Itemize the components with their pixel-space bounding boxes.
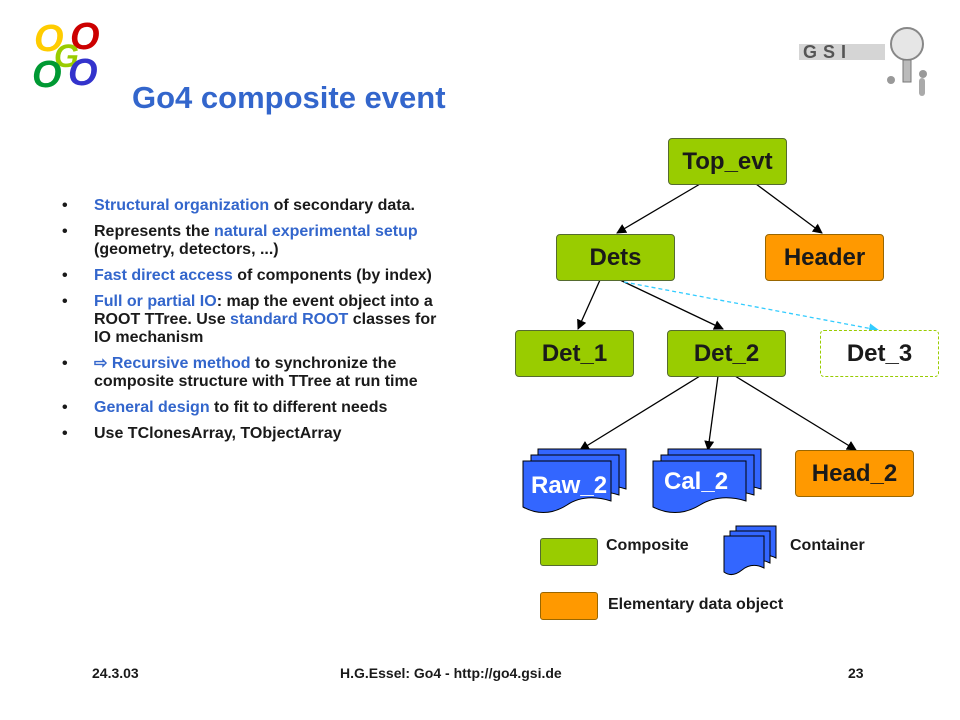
edge-det2-head2	[734, 375, 857, 451]
bullet-dot: •	[62, 355, 68, 372]
bullet-dot: •	[62, 197, 68, 214]
bullet-dot: •	[62, 223, 68, 240]
edge-dets-det1	[577, 279, 601, 330]
bullet-item: • Represents the natural experimental set…	[62, 223, 452, 259]
bullet-dot: •	[62, 425, 68, 442]
bullet-highlight-text: Full or partial IO	[94, 293, 217, 310]
container-cal-2-label: Cal_2	[664, 468, 729, 495]
bullet-item: • Fast direct access of components (by in…	[62, 267, 452, 285]
container-cal-2-icon	[652, 448, 762, 513]
bullet-list: • Structural organization of secondary da…	[62, 197, 452, 451]
container-raw-2-icon	[522, 448, 627, 513]
bullet-text: of secondary data.	[269, 197, 415, 214]
bullet-text: to fit to different needs	[209, 399, 388, 416]
node-det-1: Det_1	[515, 330, 634, 377]
go4-logo: O O G O O	[30, 16, 110, 96]
logo-letter-3: G	[54, 38, 79, 74]
bullet-item: • General design to fit to different need…	[62, 399, 452, 417]
gsi-logo-text: GSI	[803, 42, 852, 62]
bullet-item: • Structural organization of secondary da…	[62, 197, 452, 215]
bullet-text: Use TClonesArray, TObjectArray	[94, 425, 342, 442]
bullet-highlight-text: General design	[94, 399, 210, 416]
bullet-text: classes for IO mechanism	[94, 311, 437, 346]
legend-elementary-label: Elementary data object	[608, 596, 784, 613]
bullet-dot: •	[62, 399, 68, 416]
container-raw-2-label: Raw_2	[531, 472, 608, 499]
bullet-dot: •	[62, 293, 68, 310]
edge-top-header	[755, 183, 823, 234]
node-det-3: Det_3	[820, 330, 939, 377]
bullet-text: of components (by index)	[232, 267, 432, 284]
edge-det2-raw2	[579, 375, 701, 451]
slide-title: Go4 composite event	[132, 80, 446, 115]
edge-dets-det3	[623, 281, 879, 334]
bullet-highlight-text: standard ROOT	[230, 311, 349, 328]
edge-det2-cal2	[704, 375, 719, 451]
gsi-logo: GSI	[795, 22, 935, 102]
logo-letter-5: O	[68, 52, 98, 94]
node-header: Header	[765, 234, 884, 281]
legend-elementary-swatch	[540, 592, 598, 620]
legend-composite-swatch	[540, 538, 598, 566]
bullet-highlight-text: ⇨	[94, 355, 112, 372]
bullet-highlight-text: Recursive method	[111, 355, 251, 372]
bullet-item: • ⇨ Recursive method to synchronize the c…	[62, 355, 452, 391]
bullet-text: (geometry, detectors, ...)	[94, 241, 279, 258]
edge-top-dets	[616, 183, 701, 234]
edge-dets-det2	[619, 279, 724, 330]
logo-letter-1: O	[34, 18, 64, 60]
bullet-dot: •	[62, 267, 68, 284]
bullet-text: to synchronize the composite structure w…	[94, 355, 418, 390]
node-head-2: Head_2	[795, 450, 914, 497]
legend-composite-label: Composite	[606, 537, 689, 554]
logo-letter-2: O	[70, 16, 100, 58]
node-dets: Dets	[556, 234, 675, 281]
bullet-item: • Use TClonesArray, TObjectArray	[62, 425, 452, 443]
footer-page-number: 23	[848, 665, 864, 681]
footer-author: H.G.Essel: Go4 - http://go4.gsi.de	[340, 665, 562, 681]
bullet-text: Represents the	[94, 223, 215, 240]
bullet-highlight-text: natural experimental setup	[214, 223, 418, 240]
bullet-text: : map the event object into a ROOT TTree…	[94, 293, 433, 328]
bullet-item: • Full or partial IO: map the event objec…	[62, 293, 452, 347]
legend-container-label: Container	[790, 537, 865, 554]
legend-container-icon	[723, 525, 777, 576]
bullet-highlight-text: Structural organization	[94, 197, 270, 214]
footer-date: 24.3.03	[92, 665, 139, 681]
node-det-2: Det_2	[667, 330, 786, 377]
bullet-highlight-text: Fast direct access	[94, 267, 233, 284]
logo-letter-4: O	[32, 54, 62, 96]
node-top-evt: Top_evt	[668, 138, 787, 185]
